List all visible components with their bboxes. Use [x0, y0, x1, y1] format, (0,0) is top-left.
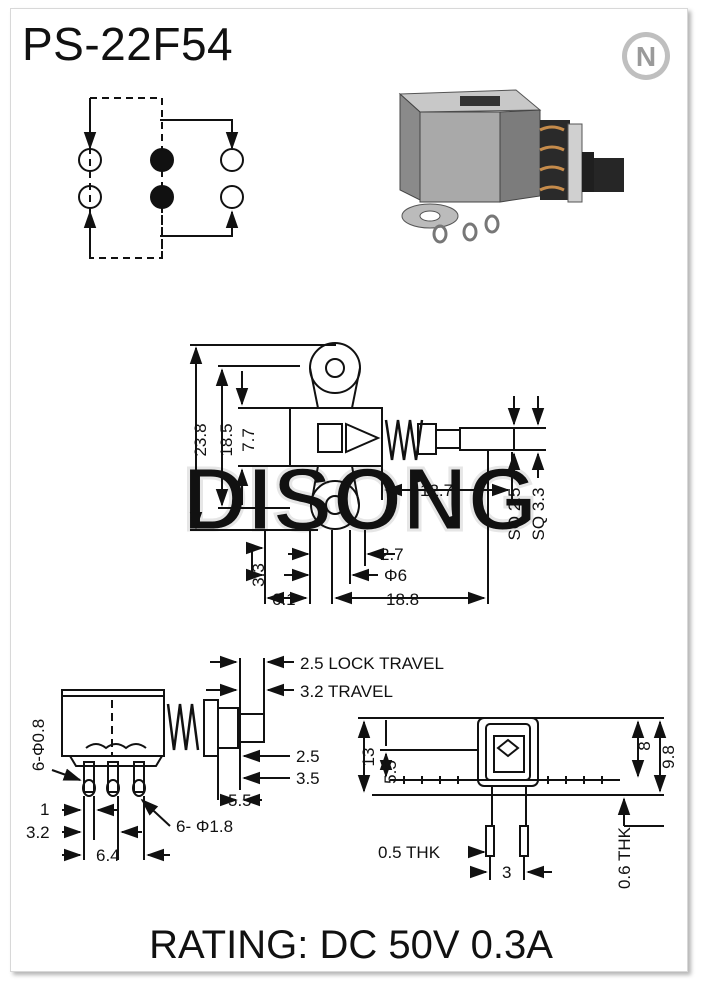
- dim-9-8: 9.8: [659, 745, 678, 769]
- dim-2-7: 2.7: [380, 545, 404, 564]
- brand-logo-icon: N: [622, 32, 670, 80]
- dim-6-4: 6.4: [96, 846, 120, 865]
- dim-5-5: 5.5: [228, 791, 252, 810]
- dim-phi-6: Φ6: [384, 566, 407, 585]
- dim-sq-large: SQ 3.3: [529, 488, 548, 541]
- lock-travel-label: 2.5 LOCK TRAVEL: [300, 654, 444, 673]
- dim-3-3: 3.3: [249, 563, 268, 587]
- dim-5-5-end: 5.5: [381, 760, 400, 784]
- thickness-0-6: 0.6 THK: [615, 826, 634, 889]
- dim-6-1: 6.1: [272, 590, 296, 609]
- side-view-drawing: [51, 655, 294, 862]
- hole-small-note: 6-Φ0.8: [29, 719, 48, 771]
- dim-3-5: 3.5: [296, 769, 320, 788]
- dim-13: 13: [359, 748, 378, 767]
- travel-label: 3.2 TRAVEL: [300, 682, 393, 701]
- dim-2-5: 2.5: [296, 747, 320, 766]
- dim-1: 1: [40, 800, 49, 819]
- contact-schematic: [78, 97, 244, 259]
- dim-18-8: 18.8: [386, 590, 419, 609]
- dim-sq-small: SQ 2.5: [505, 488, 524, 541]
- product-render: [398, 89, 624, 244]
- rating-text: RATING: DC 50V 0.3A: [149, 923, 553, 967]
- thickness-0-5: 0.5 THK: [378, 843, 441, 862]
- dim-3-end: 3: [502, 863, 511, 882]
- hole-large-note: 6- Φ1.8: [176, 817, 233, 836]
- dim-12-7: 12.7: [420, 481, 453, 500]
- end-view-drawing: [357, 717, 667, 880]
- logo-letter: N: [636, 41, 656, 72]
- front-view-drawing: [189, 342, 546, 605]
- dim-8: 8: [635, 741, 654, 750]
- dim-height-mid: 18.5: [217, 423, 236, 456]
- dim-height-top: 7.7: [239, 428, 258, 452]
- dim-3-2: 3.2: [26, 823, 50, 842]
- model-title: PS-22F54: [22, 18, 234, 70]
- dim-height-total: 23.8: [191, 423, 210, 456]
